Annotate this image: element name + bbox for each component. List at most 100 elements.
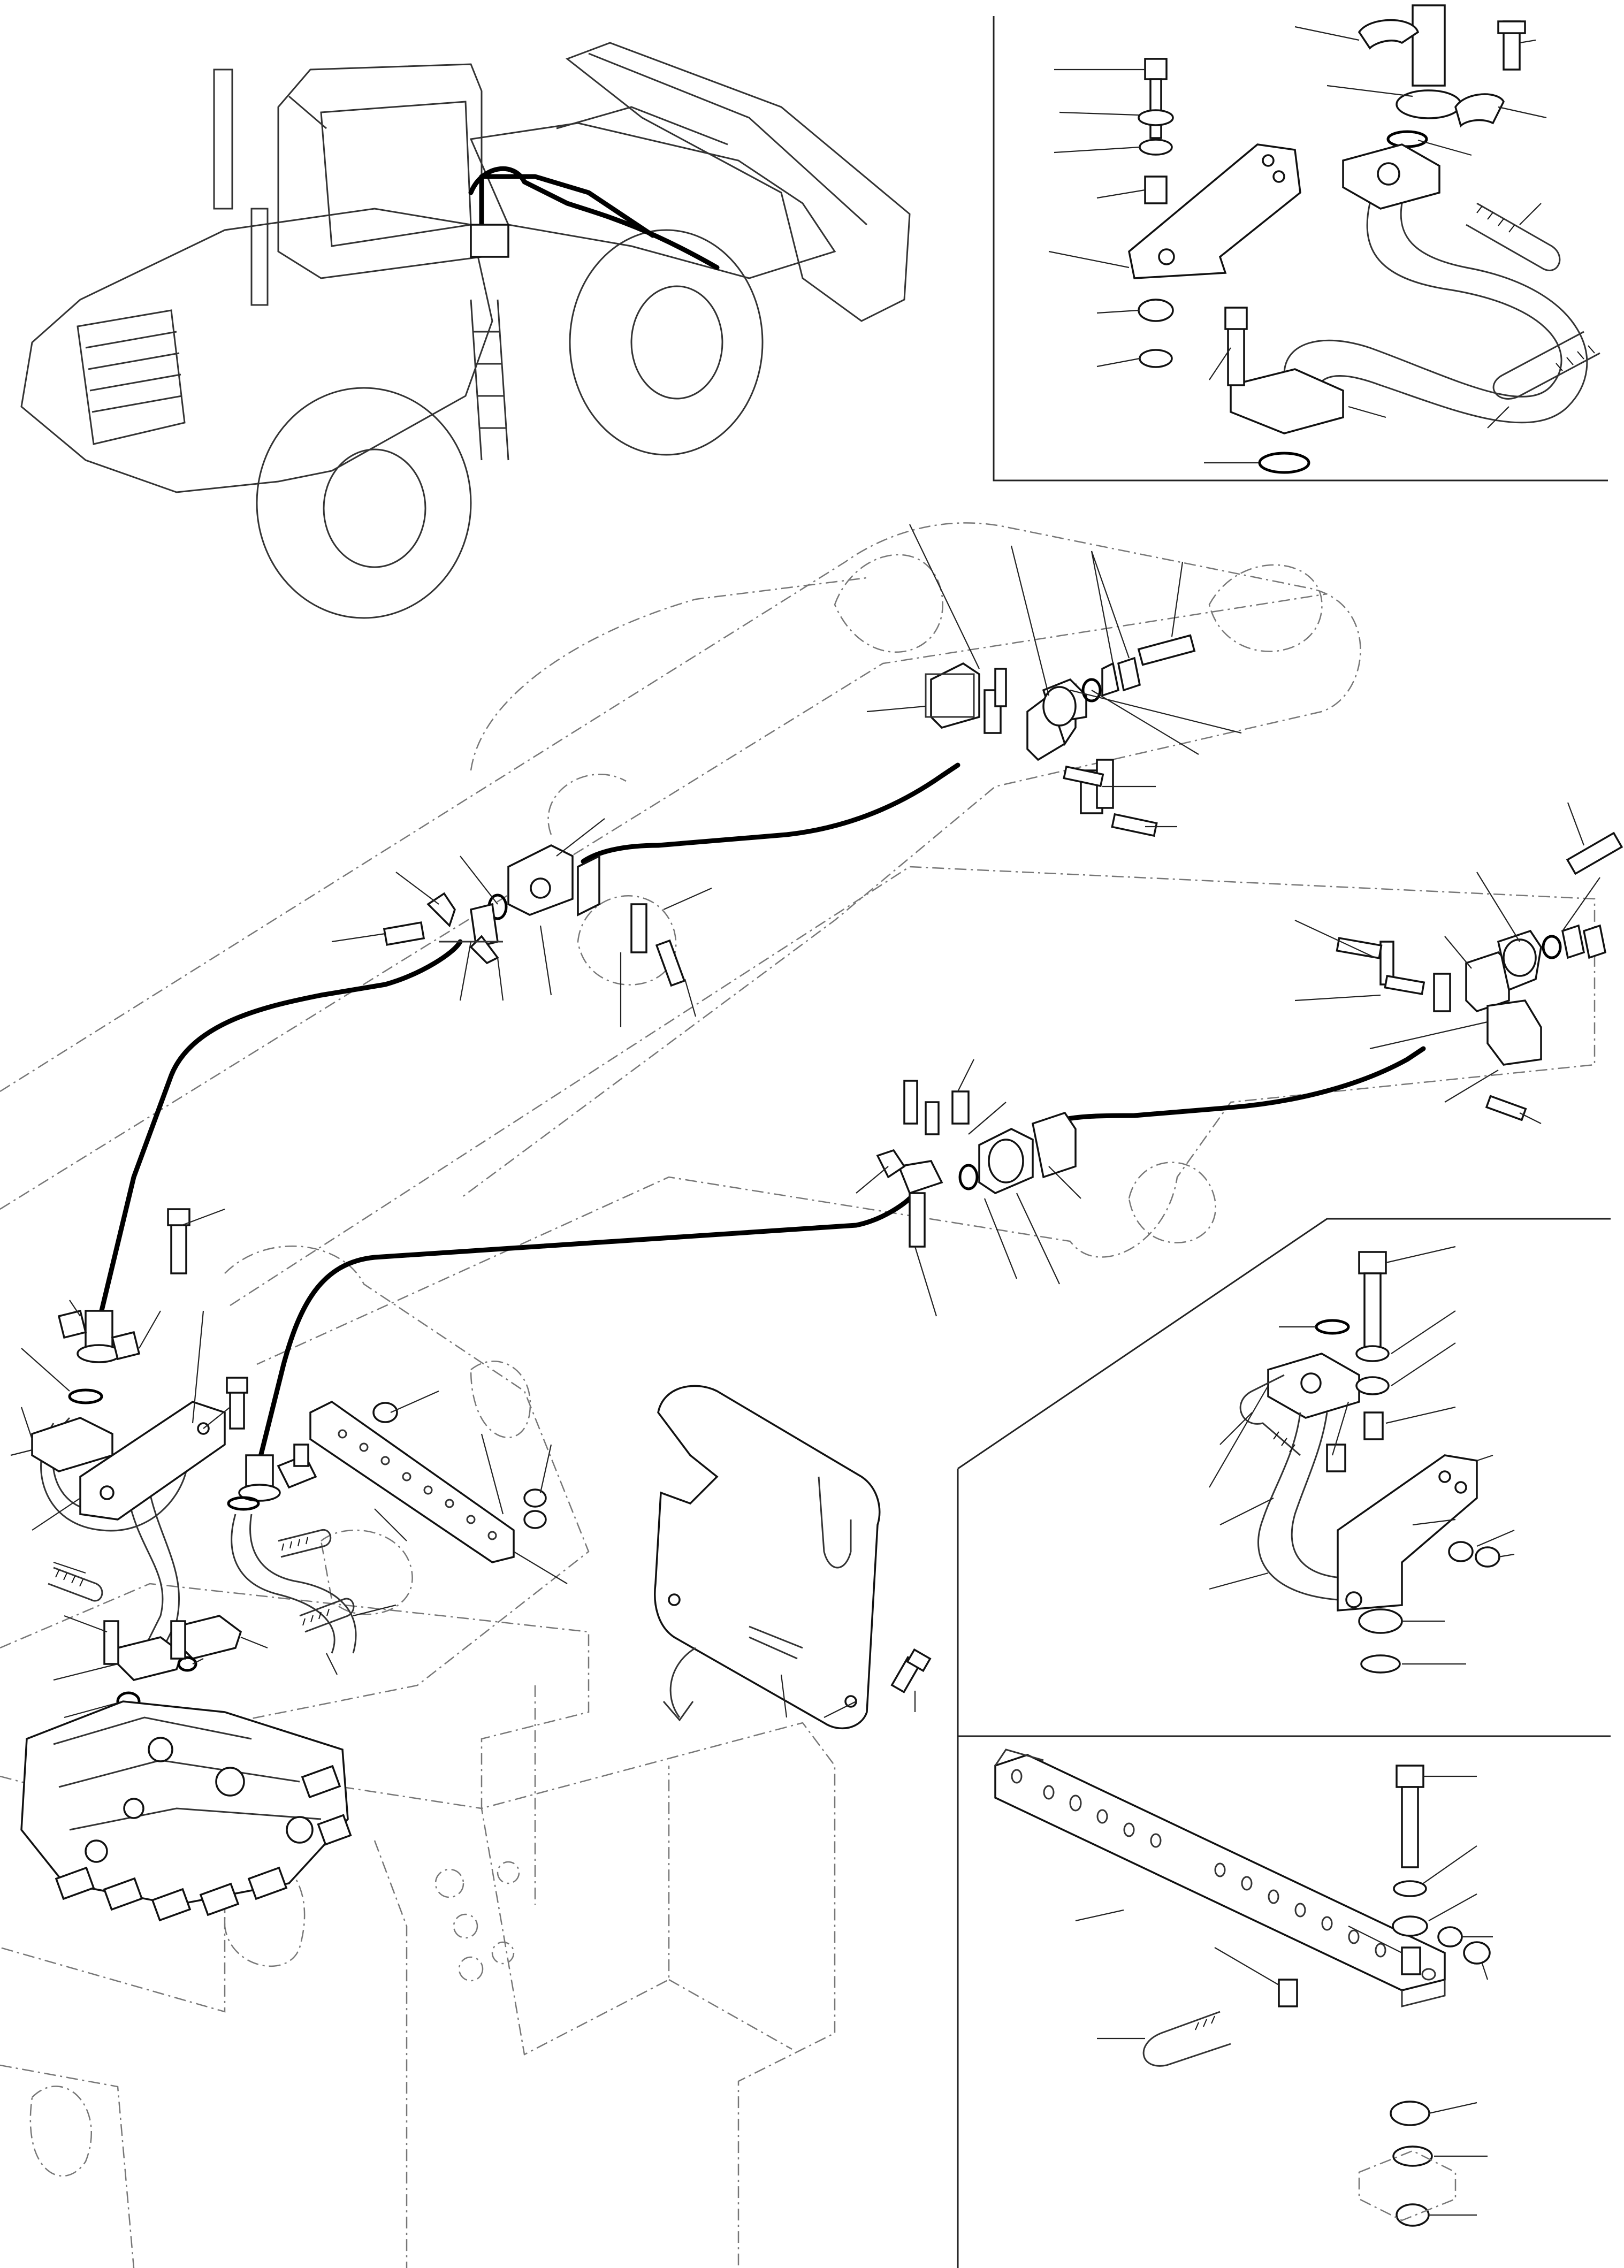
loader-body — [20, 208, 493, 493]
u-bolt-lower-left-2 — [299, 1598, 355, 1633]
mid-detail-bracket-hole-1 — [1345, 1591, 1362, 1608]
bracket-bolt-stack — [1138, 58, 1174, 368]
mid-detail-flange-bore — [1300, 1372, 1322, 1394]
mid-detail-nut — [1475, 1546, 1500, 1568]
bracket-hole-1 — [1158, 248, 1175, 265]
loader-air-precleaner — [250, 208, 269, 306]
o-ring-lower-left-4 — [177, 1656, 197, 1672]
leaders-cover-plate — [780, 1674, 916, 1718]
loader-ladder — [470, 299, 509, 461]
ghost-right-pin — [1128, 1162, 1216, 1243]
ghost-boss-3 — [458, 1956, 484, 1982]
split-flange-half-left — [1358, 19, 1420, 50]
bracket-plate-lower-left — [79, 1401, 226, 1521]
main-leaders — [331, 524, 1600, 1317]
mid-detail-bracket — [1337, 1454, 1478, 1612]
split-flange-half-right — [1454, 93, 1505, 128]
leaders-mid-right — [1209, 1246, 1515, 1665]
lower-left-pipe-cluster — [10, 1208, 568, 1719]
clamp-group-mid-right — [876, 1080, 1077, 1248]
ghost-boom-outline-upper — [0, 522, 1361, 1200]
valve-port-4 — [286, 1816, 314, 1844]
cover-plate — [654, 1385, 881, 1730]
washer-lower-left-1 — [372, 1402, 398, 1423]
hose-fitting-lower-left-1 — [57, 1309, 141, 1363]
loader-front-wheel-hub — [630, 285, 723, 400]
bottom-detail-nut — [1463, 1941, 1491, 1965]
nut-lower-left — [523, 1488, 547, 1508]
loader-pipe-highlight-branch — [479, 174, 655, 238]
loader-boom-arm — [469, 106, 836, 279]
loader-valve-block — [470, 224, 509, 258]
clamp-group-upper-right — [925, 634, 1196, 837]
u-bolt-upper — [1466, 202, 1561, 271]
bottom-detail-u-bolt — [1142, 2011, 1231, 2067]
cover-plate-hole-1 — [668, 1593, 681, 1606]
valve-port-1 — [148, 1737, 173, 1762]
cover-plate-bolt — [890, 1648, 932, 1693]
elbow-pipe — [1283, 203, 1588, 424]
capscrew-lower-left-4 — [170, 1620, 186, 1660]
bracket-hole-2 — [1262, 154, 1275, 167]
pipe-flange-top-bore — [1377, 162, 1400, 186]
detail-flange-bracket-mid-right — [1209, 1246, 1515, 1674]
detail-leaders-top-right — [1048, 26, 1547, 464]
cover-plate-hole-2 — [844, 1695, 857, 1708]
cover-plate-view — [654, 1385, 932, 1730]
ghost-boss-2 — [453, 1913, 478, 1939]
pipe-bend-c — [231, 1514, 357, 1654]
cover-plate-rotation-arrow — [662, 1647, 696, 1722]
mounting-bracket — [1128, 143, 1301, 279]
mid-detail-u-bolt — [1239, 1374, 1301, 1456]
pipe-line-1 — [96, 939, 463, 1324]
mid-detail-washer — [1448, 1541, 1474, 1562]
loader-bucket — [565, 42, 911, 322]
hose-nut — [1396, 89, 1462, 119]
u-bolt-lower-left-1 — [48, 1567, 103, 1602]
ghost-lower-pin — [577, 895, 677, 986]
ghost-frame-lower-block — [176, 1245, 590, 1735]
loader-rear-wheel-hub — [323, 448, 426, 568]
cover-plate-notch — [818, 1476, 852, 1569]
clamp-group-upper-left — [383, 844, 686, 987]
detail-frames — [957, 16, 1611, 2268]
flange-bolt-top — [1497, 20, 1526, 71]
ghost-link-arm — [470, 577, 867, 835]
leaders-lower-left — [10, 1208, 568, 1719]
loader-cab — [277, 63, 483, 279]
valve-port-2 — [215, 1767, 245, 1797]
mid-detail-bracket-hole-2 — [1438, 1470, 1451, 1483]
mid-detail-pipe — [1257, 1412, 1381, 1601]
bracket-hole-3 — [1272, 170, 1285, 183]
u-bolt-lower — [1492, 331, 1600, 400]
bracket-plate-hole-1 — [100, 1485, 115, 1500]
bottom-detail-spacer-block — [1278, 1979, 1298, 2007]
loader-rear-wheel — [256, 387, 472, 619]
mid-detail-bracket-hole-3 — [1454, 1481, 1467, 1494]
perforated-strip-end-tab — [994, 1748, 1446, 2007]
cover-plate-handle — [749, 1625, 803, 1660]
capscrew-lower-left-1 — [167, 1208, 190, 1274]
ghost-linkage-pin-right — [1208, 564, 1323, 652]
valve-spool-ends — [55, 1765, 352, 1922]
bottom-detail-washer — [1437, 1926, 1463, 1948]
ghost-center-column — [373, 1685, 536, 2268]
pipe-line-3 — [257, 1196, 912, 1463]
mid-detail-o-ring — [1315, 1319, 1350, 1335]
ghost-front-frame — [0, 1583, 836, 2268]
flange-lower-left-3 — [176, 1615, 242, 1660]
detail-frame-mid-right — [957, 1218, 1611, 1470]
loader-grille — [77, 309, 186, 445]
capscrew-lower-left-2 — [226, 1377, 248, 1430]
main-boom-pipe-assembly — [96, 524, 1623, 1463]
loader-pipe-highlight — [468, 166, 720, 270]
hose-end — [1412, 4, 1446, 87]
loader-front-wheel — [569, 229, 764, 456]
ghost-boom-outline-lower — [0, 593, 1328, 1210]
detail-flange-bracket-top-right — [1048, 4, 1600, 474]
leaders-bottom-right — [1075, 1775, 1493, 2216]
capscrew-lower-left-3 — [103, 1620, 119, 1665]
ghost-boss-4 — [497, 1861, 520, 1884]
ghost-mid-plate — [320, 1361, 531, 1615]
